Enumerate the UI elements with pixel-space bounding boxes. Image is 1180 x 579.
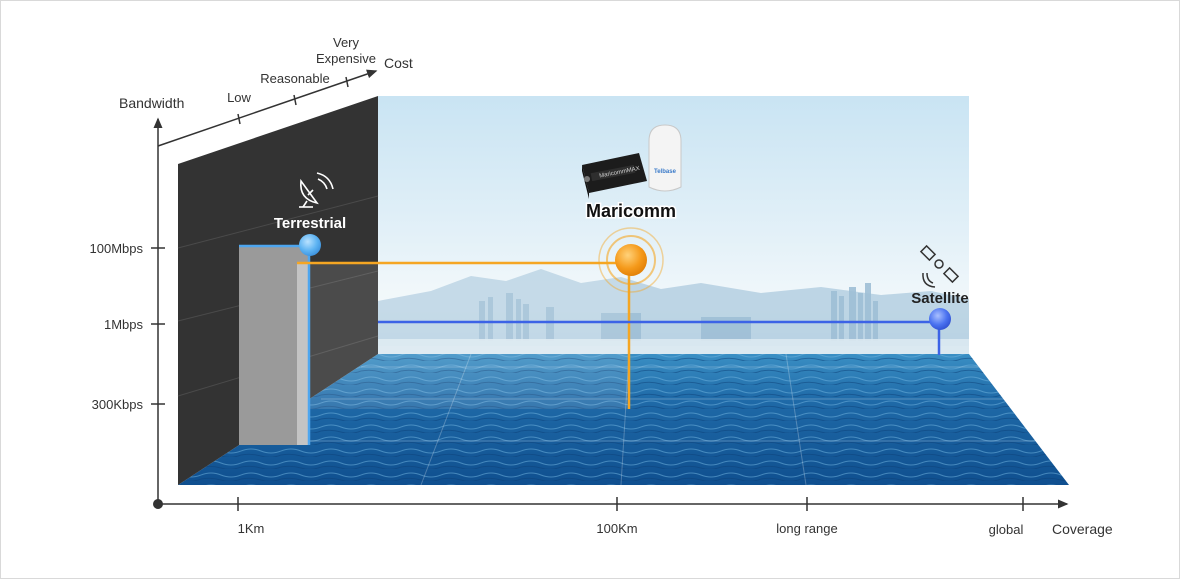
y-tick-label: 300Kbps [92,397,144,412]
z-tick-label-expensive: Expensive [316,51,376,66]
maricomm-ring-inner [606,235,656,285]
terrestrial-label: Terrestrial [274,215,346,232]
z-ticks [237,76,349,125]
maricomm-label: Maricomm [586,201,676,221]
shoreline [378,339,969,357]
x-tick-label: 100Km [596,521,637,536]
maricomm-device-icon: MaricommMAX Telbase [582,124,682,199]
y-tick-label: 1Mbps [104,317,144,332]
x-tick-label: long range [776,521,837,536]
x-tick-label: 1Km [238,521,265,536]
sea-waves [178,354,1069,485]
y-ticks [151,247,165,405]
satellite-icon [919,244,960,288]
y-axis-title: Bandwidth [119,95,184,111]
terrestrial-marker [299,234,321,256]
z-axis [157,69,378,147]
z-tick-label-reasonable: Reasonable [260,71,329,86]
axis-origin [153,499,163,509]
satellite-marker [929,308,951,330]
maricomm-ring-outer [598,227,664,293]
x-tick-label: global [989,522,1024,537]
z-tick-label-very: Very [333,35,360,50]
maricomm-marker [615,244,647,276]
z-axis-title: Cost [384,55,413,71]
satellite-label: Satellite [911,290,969,307]
y-tick-label: 100Mbps [90,241,144,256]
satellite-dish-icon [299,172,334,208]
x-axis-title: Coverage [1052,521,1113,537]
z-tick-label-low: Low [227,90,251,105]
device-antenna-label: Telbase [654,169,677,175]
floor-grid [271,353,1046,486]
maricomm-coverage-area [309,263,629,409]
terrestrial-coverage-edge [297,263,309,445]
x-ticks [237,497,1024,511]
